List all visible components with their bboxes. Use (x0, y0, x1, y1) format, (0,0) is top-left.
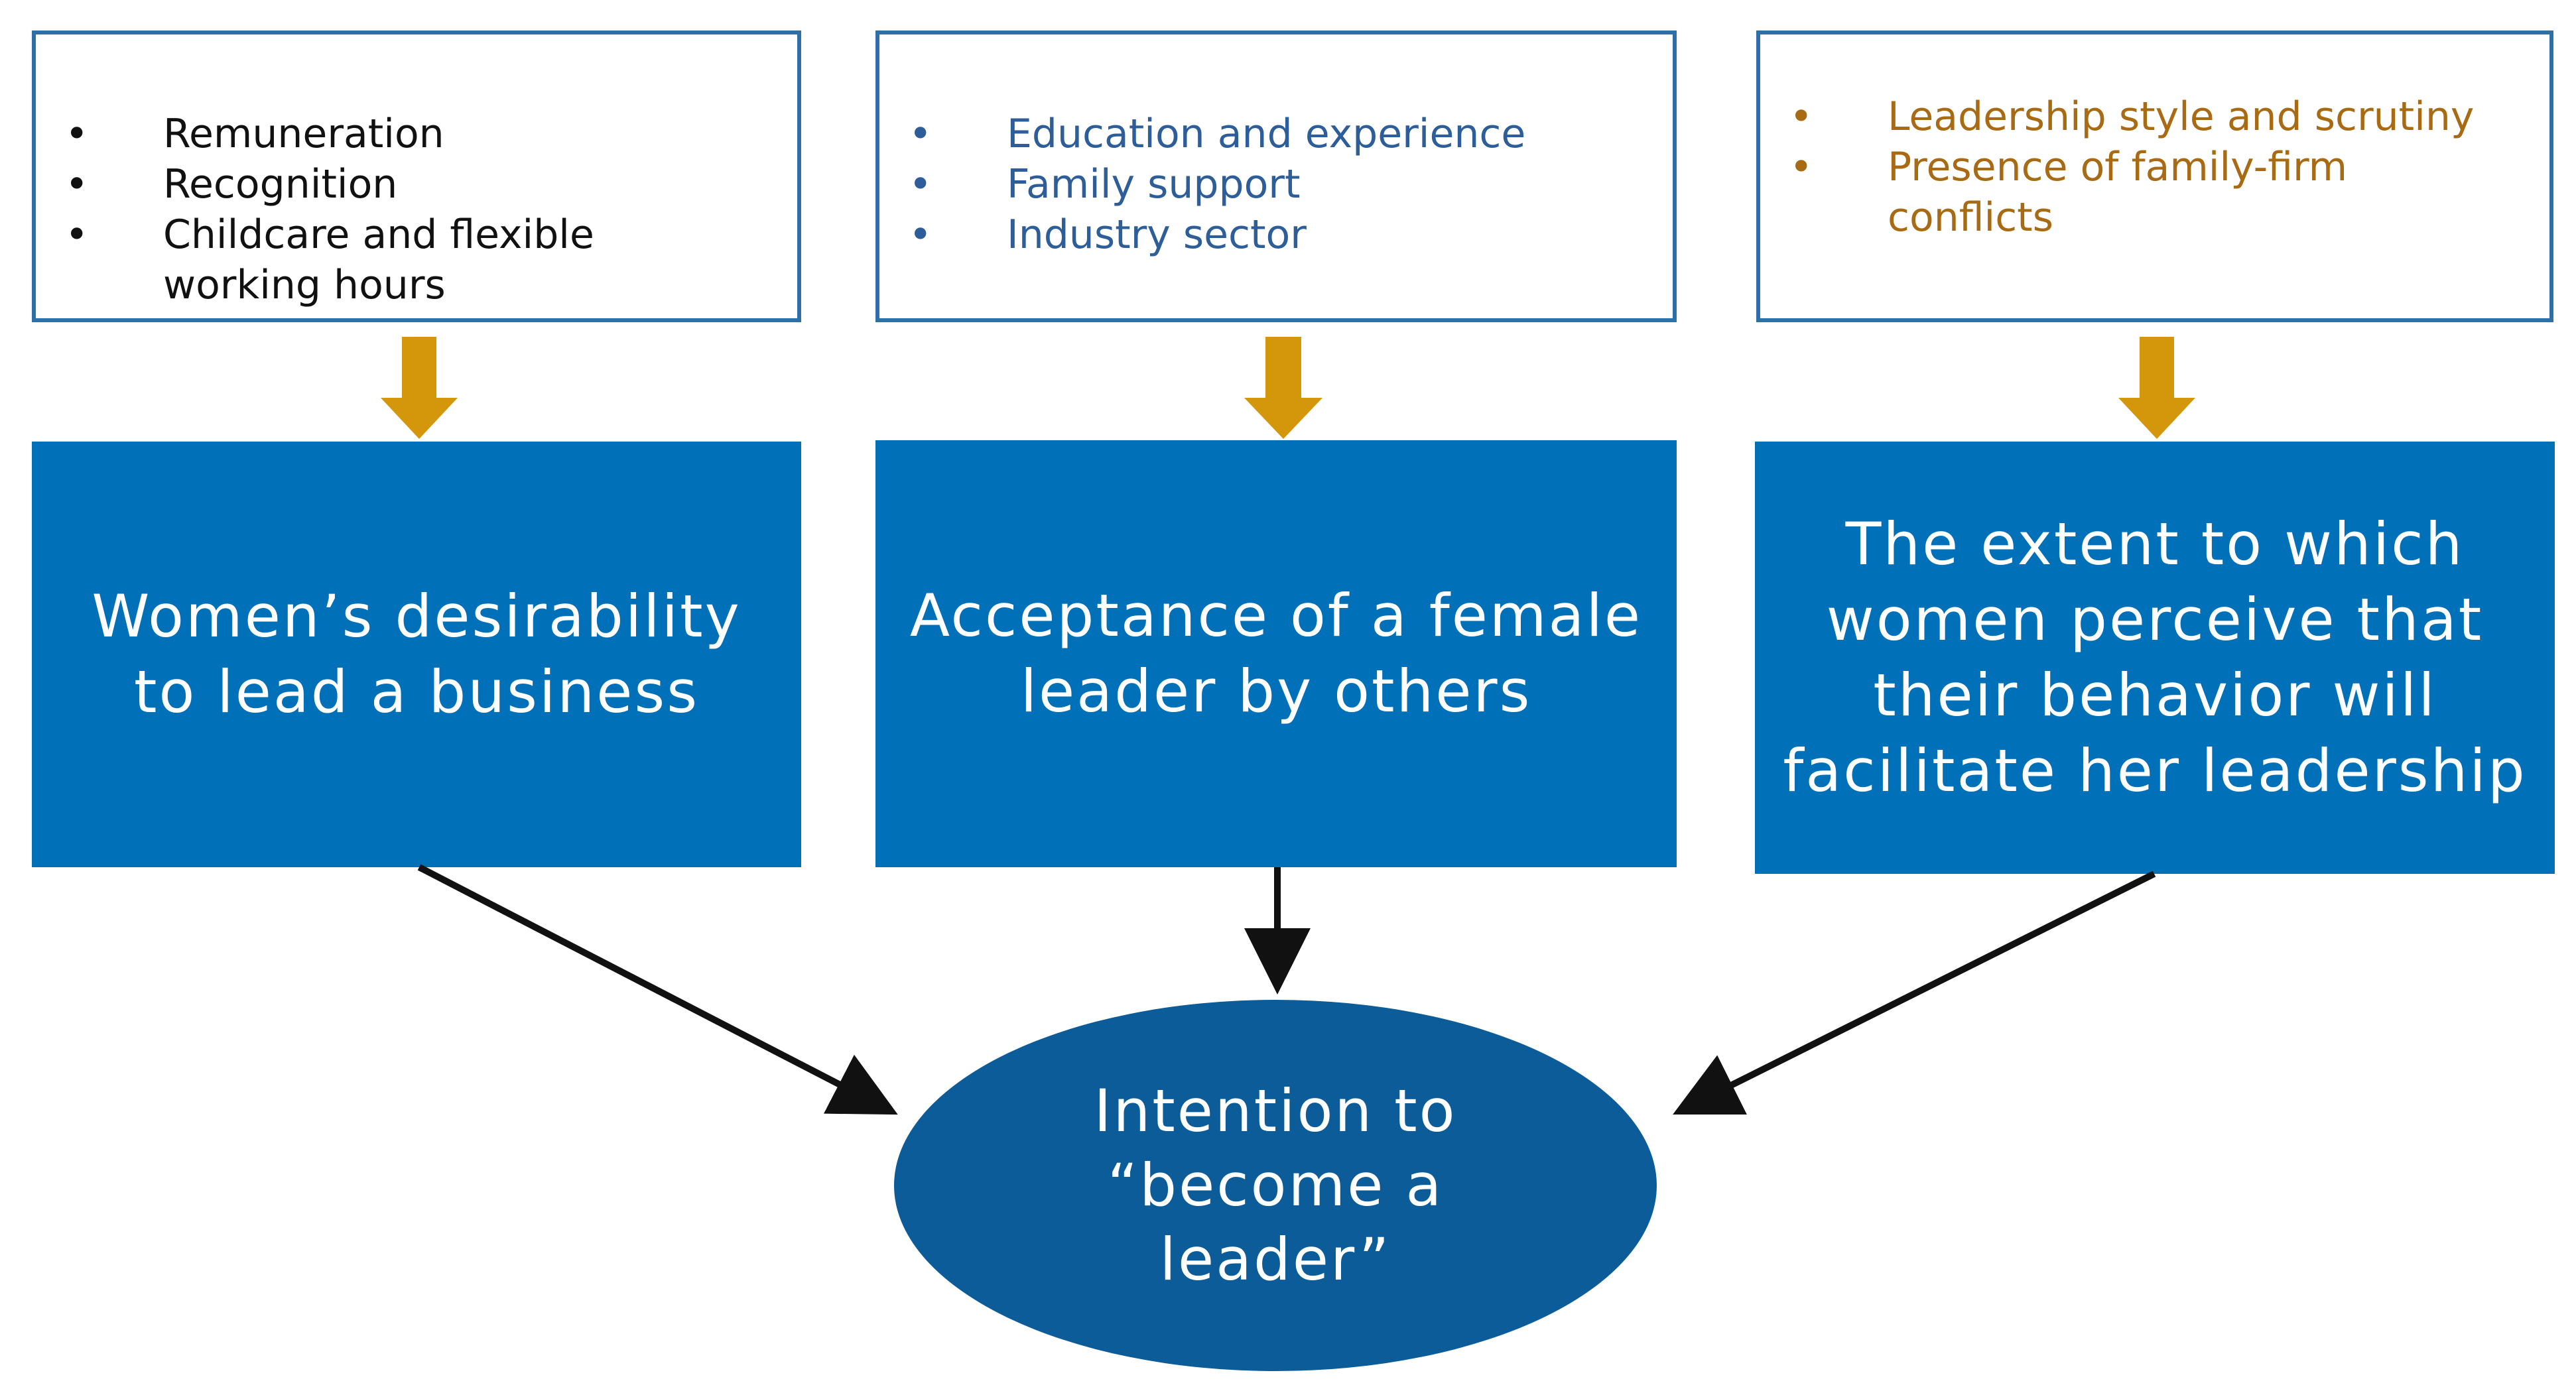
factor-box-leadership-style: Leadership style and scrutiny Presence o… (1756, 30, 2553, 322)
factor-list: Leadership style and scrutiny Presence o… (1760, 91, 2549, 243)
path-arrow-desirability (417, 864, 898, 1115)
factor-item: Education and experience (879, 109, 1673, 159)
construct-label: The extent to which women perceive that … (1783, 510, 2527, 805)
factor-item: Childcare and flexible working hours (36, 210, 797, 310)
outcome-label: Intention to “become a leader” (1094, 1077, 1457, 1294)
factor-item: Leadership style and scrutiny (1760, 91, 2549, 142)
construct-perceived-behavior: The extent to which women perceive that … (1755, 442, 2555, 874)
factor-arrow-1 (381, 337, 458, 439)
factor-list: Education and experience Family support … (879, 109, 1673, 260)
construct-label: Women’s desirability to lead a business (92, 582, 741, 726)
factor-item: Remuneration (36, 109, 797, 159)
factor-item: Recognition (36, 159, 797, 210)
factor-arrow-3 (2118, 337, 2195, 439)
factor-item: Family support (879, 159, 1673, 210)
path-arrow-perceived-behavior (1673, 871, 2156, 1115)
factor-item: Industry sector (879, 210, 1673, 260)
construct-label: Acceptance of a female leader by others (909, 581, 1643, 725)
construct-desirability: Women’s desirability to lead a business (32, 442, 801, 867)
outcome-intention: Intention to “become a leader” (894, 1000, 1657, 1371)
construct-acceptance: Acceptance of a female leader by others (875, 440, 1677, 867)
factor-list: Remuneration Recognition Childcare and f… (36, 109, 797, 310)
factor-box-remuneration: Remuneration Recognition Childcare and f… (32, 30, 801, 322)
factor-box-education: Education and experience Family support … (875, 30, 1677, 322)
factor-arrow-2 (1244, 337, 1322, 439)
factor-item: Presence of family-firm conflicts (1760, 142, 2549, 243)
